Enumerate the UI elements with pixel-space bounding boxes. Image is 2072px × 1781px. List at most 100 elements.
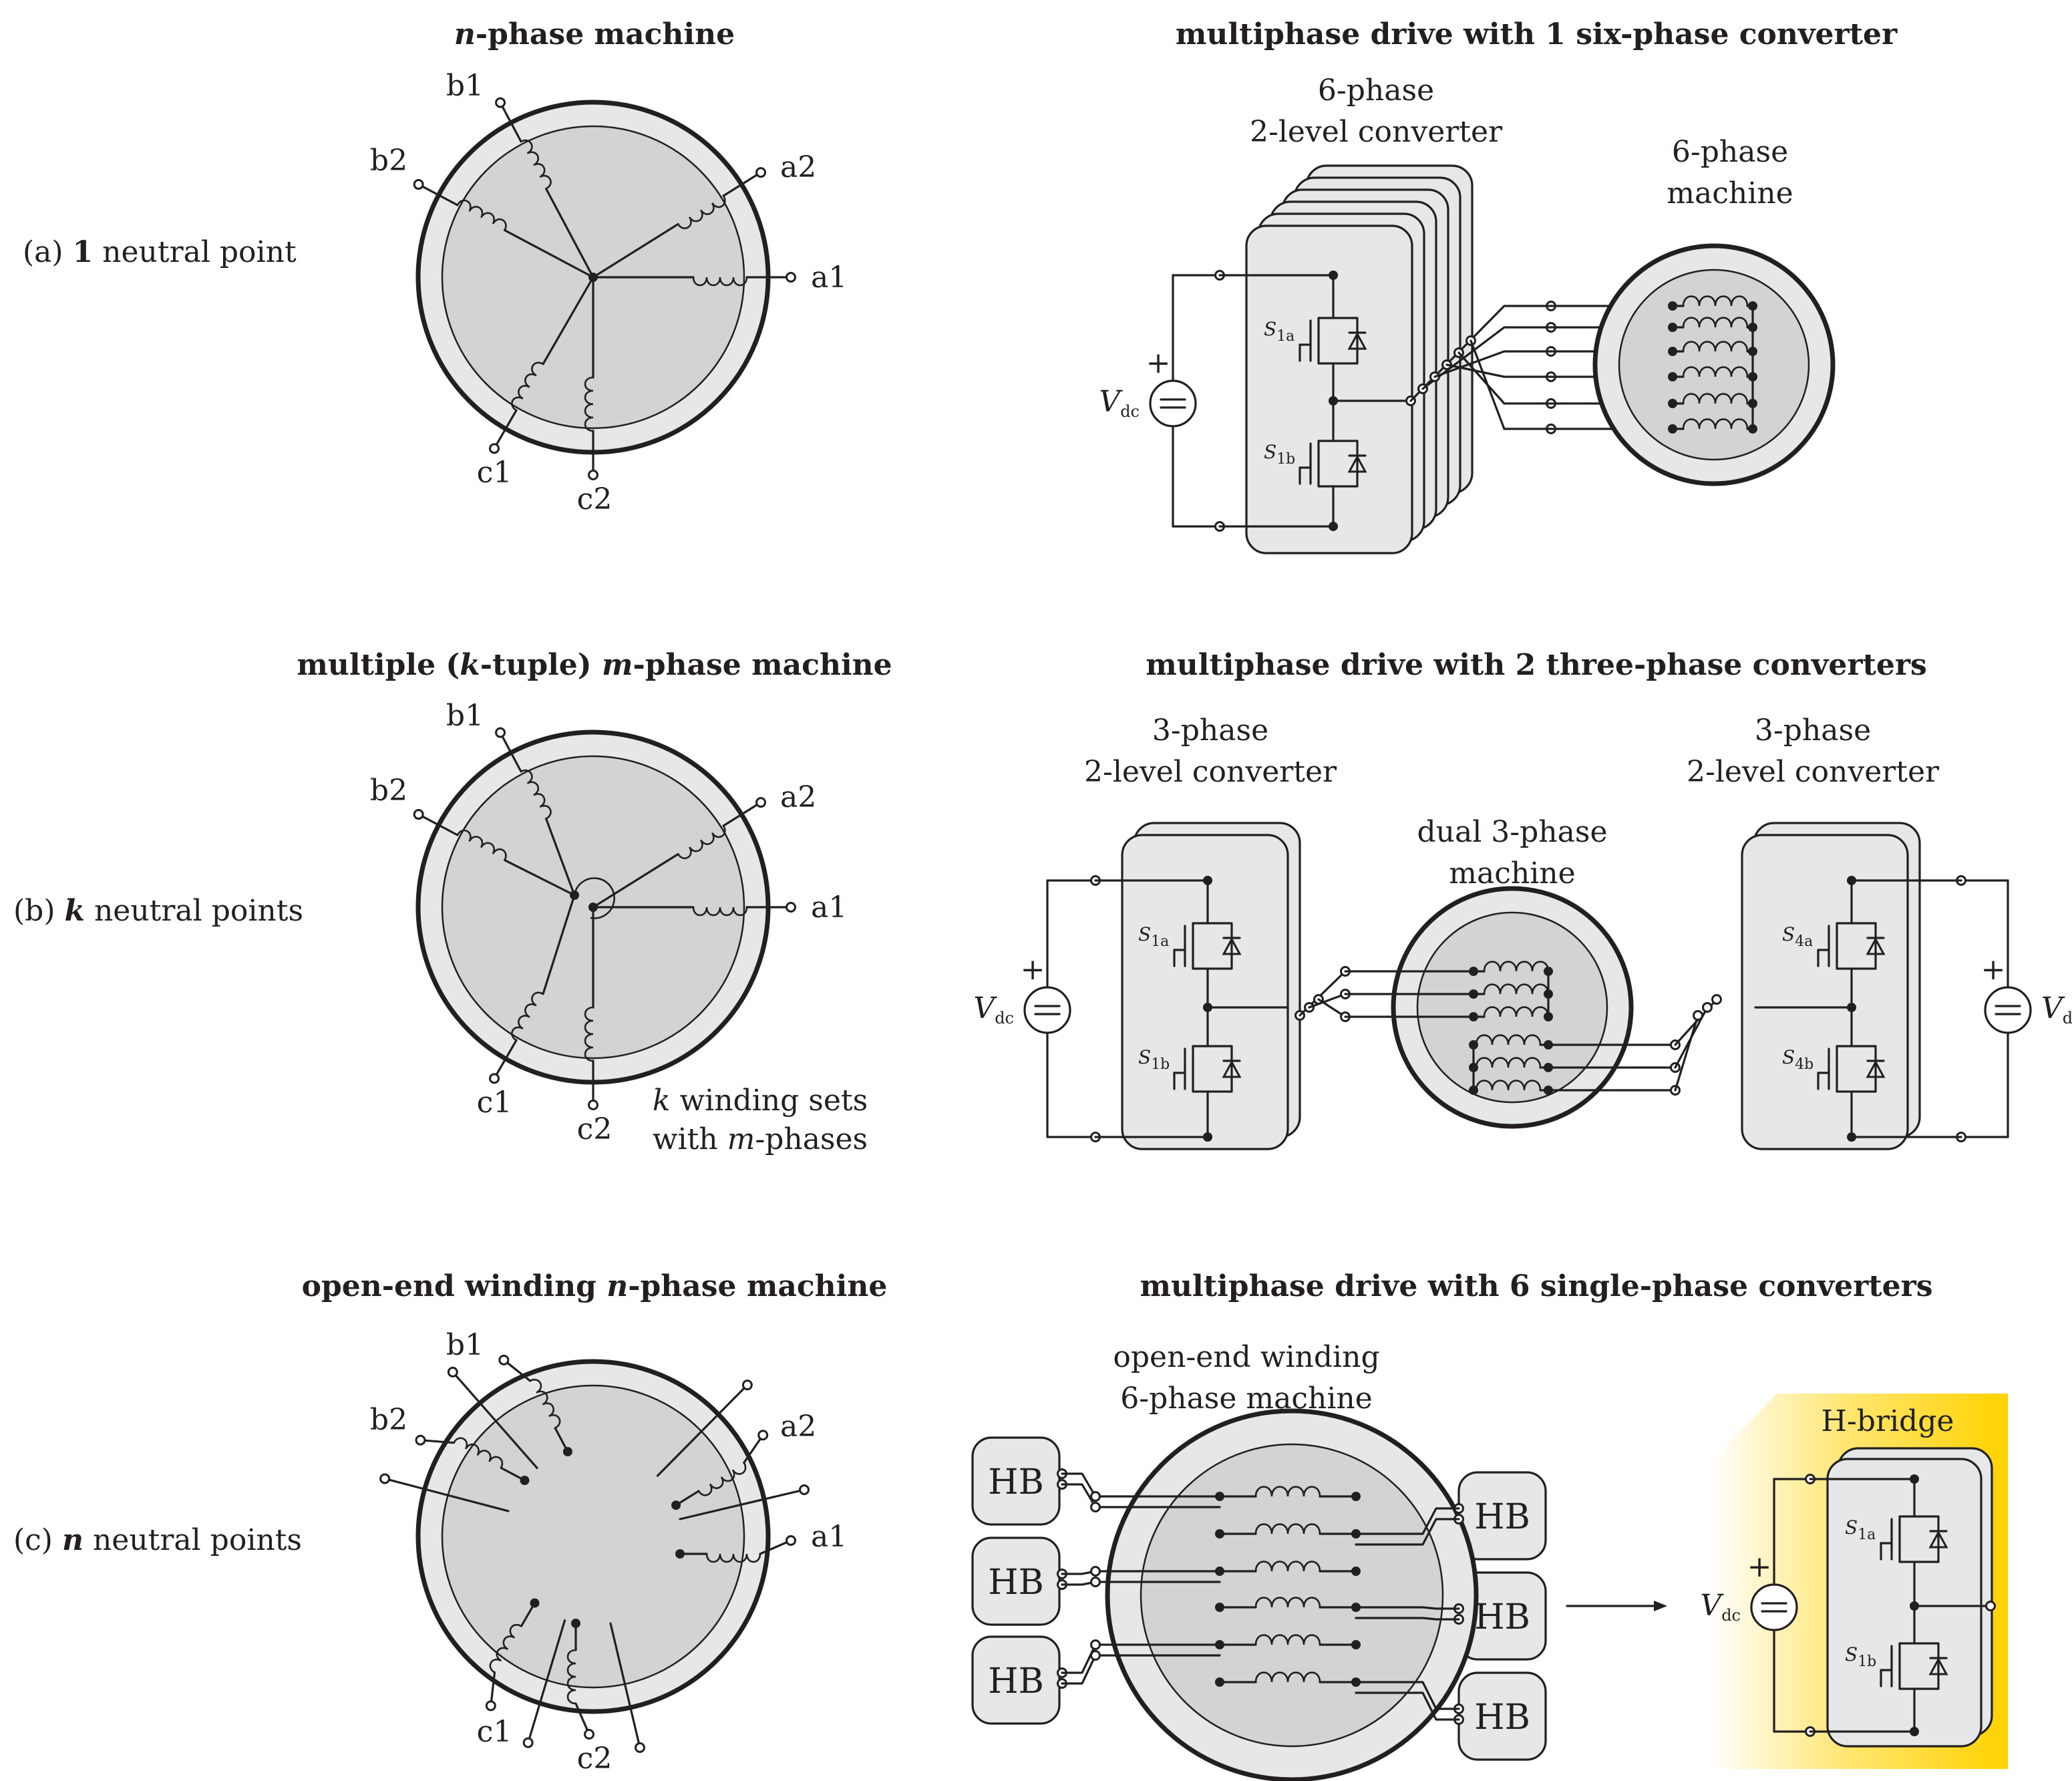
winding-lead [609,1622,641,1749]
terminal [635,1742,645,1753]
diode [1866,937,1886,955]
diode [1222,1060,1242,1078]
machine-label-a-1: 6-phase [1672,135,1788,169]
neutral-point [588,273,598,282]
winding-lead [490,1671,496,1707]
converter-card [1741,834,1909,1150]
drive-title-c: multiphase drive with 6 single-phase con… [1140,1269,1932,1303]
winding-coil [511,991,544,1041]
winding-lead [722,801,762,827]
hb-label: HB [988,1563,1044,1603]
neutral-point [588,903,598,912]
machine-c [379,1354,810,1753]
terminal [1090,1639,1101,1650]
vdc-label: Vdc [2041,991,2072,1027]
winding-coil [1254,1634,1321,1645]
terminal-label-c2: c2 [577,1112,613,1146]
diode [1222,937,1242,955]
winding-lead [417,813,459,836]
diode-branch [1332,440,1359,488]
converter-label-b-left-2: 2-level converter [1084,755,1337,789]
switch-body [1836,911,1853,981]
terminal [588,1100,598,1110]
hb-label: HB [988,1661,1044,1702]
switch-label: S1a [1845,1516,1876,1543]
diode [1866,1060,1886,1078]
winding-lead [499,732,522,773]
winding-coil [677,825,726,859]
terminal [1090,1650,1101,1661]
terminal [1702,1002,1713,1013]
winding-lead [544,187,594,279]
winding-lead [554,1427,569,1453]
winding-coil [584,376,594,432]
winding-note-2: with m-phases [653,1122,868,1156]
terminal [379,1473,391,1484]
vdc-label: Vdc [973,991,1014,1027]
terminal [741,1380,753,1391]
terminal [1711,994,1722,1005]
winding-coil [692,907,748,917]
terminal [495,97,506,108]
diode [1347,331,1367,350]
winding-lead [383,1477,510,1512]
winding-lead [503,228,594,279]
winding-coil [1483,983,1550,995]
vdc-plus: + [1747,1550,1772,1584]
terminal [755,797,767,808]
terminal-label-b2: b2 [370,1403,407,1437]
winding-coil [1682,341,1749,352]
machine-title-b: multiple (k-tuple) m-phase machine [297,648,892,682]
winding-note: k winding sets [653,1084,868,1118]
winding-lead [743,1434,764,1464]
converter-label-a-1: 6-phase [1318,73,1434,108]
terminal [489,1073,500,1084]
winding-lead [759,1539,792,1555]
hbridge-label: H-bridge [1822,1404,1954,1438]
terminal [415,1434,426,1446]
winding-coil [1254,1597,1321,1608]
hb-label: HB [1474,1497,1530,1537]
diode-branch [1206,1045,1233,1093]
winding-coil [1682,393,1749,404]
winding-coil [1475,1057,1542,1068]
terminal [1090,1502,1101,1512]
winding-coil [677,195,726,229]
junction-dot [1351,1640,1361,1649]
drive-title-a: multiphase drive with 1 six-phase conver… [1176,17,1898,51]
winding-coil [697,1462,747,1496]
winding-coil [1682,317,1749,328]
converter-label-a-2: 2-level converter [1250,115,1503,149]
winding-coil [456,829,507,861]
converter-label-b-right-1: 3-phase [1755,713,1871,748]
terminal-label-b1: b1 [446,69,484,103]
winding-coil [1483,1006,1550,1017]
diode [1928,1530,1948,1549]
machine-title-a: n-phase machine [454,17,735,51]
winding-coil [1475,1080,1542,1091]
converter-label-b-right-2: 2-level converter [1687,755,1940,789]
winding-coil [692,277,748,287]
terminal-label-b1: b1 [446,1328,484,1362]
terminal-label-a2: a2 [780,150,816,184]
terminal [1090,1491,1101,1502]
winding-lead [503,858,576,897]
converter-card [1826,1458,1982,1748]
switch-body [1836,1034,1853,1104]
winding-lead [417,183,459,206]
winding-lead [499,102,522,143]
winding-coil [456,199,507,231]
dc-source [1149,379,1197,428]
winding-coil [529,1379,561,1429]
switch-body [1898,1631,1916,1701]
machine-label-b-1: dual 3-phase [1417,815,1607,849]
row-label-c: (c) n neutral points [13,1523,302,1557]
switch-label: S4b [1782,1046,1814,1073]
winding-coil [1254,1486,1321,1497]
dc-source [1023,986,1071,1034]
converter-card [1245,224,1413,554]
